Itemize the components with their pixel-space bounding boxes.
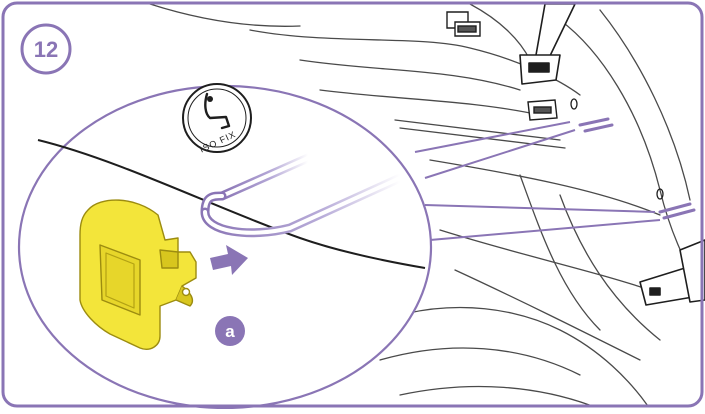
seat-belt-buckle [520,4,575,84]
step-number-text: 12 [34,37,58,62]
belt-tongue [640,240,705,305]
isofix-anchor [528,100,557,120]
callout-a-label: a [225,322,235,341]
seat-slot [571,99,663,199]
isofix-anchor [447,12,480,36]
callout-a-badge: a [215,316,245,346]
step-number-badge: 12 [22,25,70,73]
guide-mark-small [580,119,694,218]
